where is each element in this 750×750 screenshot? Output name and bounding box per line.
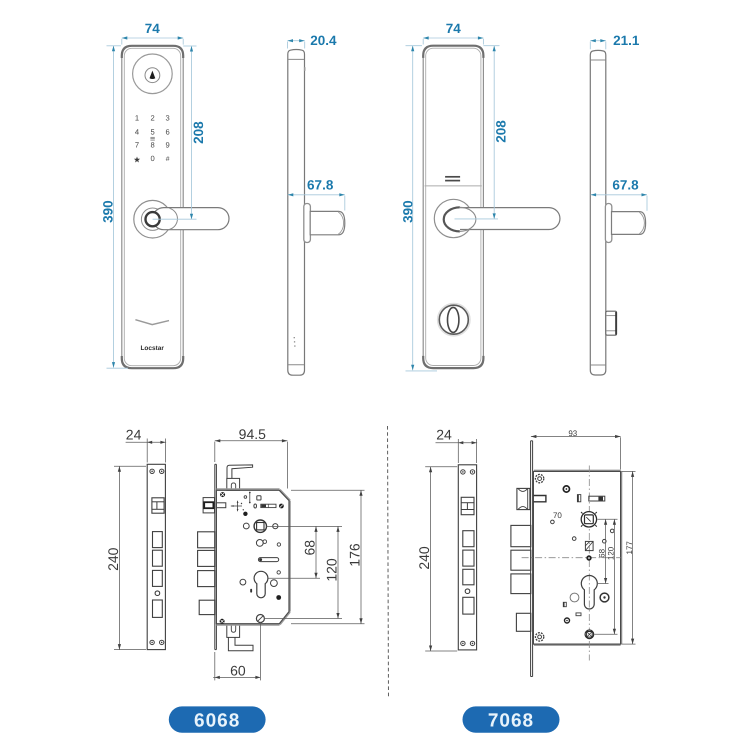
svg-text:Locstar: Locstar <box>140 345 164 352</box>
svg-text:70: 70 <box>553 511 562 520</box>
svg-text:8: 8 <box>150 141 154 150</box>
svg-text:20.4: 20.4 <box>310 33 337 48</box>
svg-text:74: 74 <box>446 21 462 36</box>
svg-text:0: 0 <box>150 154 154 163</box>
svg-text:208: 208 <box>494 120 509 143</box>
svg-text:2: 2 <box>150 114 154 123</box>
svg-text:176: 176 <box>347 543 363 567</box>
svg-text:3: 3 <box>165 114 169 123</box>
svg-text:24: 24 <box>436 426 452 442</box>
svg-text:68: 68 <box>598 548 607 557</box>
svg-text:4: 4 <box>135 127 139 136</box>
svg-text:21.1: 21.1 <box>613 33 640 48</box>
svg-text:208: 208 <box>191 121 206 144</box>
svg-text:7068: 7068 <box>488 711 534 732</box>
svg-text:60: 60 <box>230 662 246 678</box>
svg-text:67.8: 67.8 <box>612 178 639 193</box>
svg-text:24: 24 <box>126 426 142 442</box>
svg-text:94.5: 94.5 <box>239 426 266 442</box>
svg-text:67.8: 67.8 <box>307 178 334 193</box>
svg-text:6068: 6068 <box>194 711 240 732</box>
svg-text:1: 1 <box>135 114 139 123</box>
svg-text:9: 9 <box>165 141 169 150</box>
svg-text:7: 7 <box>135 141 139 150</box>
svg-text:120: 120 <box>324 558 340 582</box>
svg-text:5: 5 <box>150 127 154 136</box>
svg-text:6: 6 <box>165 127 169 136</box>
svg-text:#: # <box>166 156 170 163</box>
svg-text:93: 93 <box>568 429 577 438</box>
svg-text:390: 390 <box>400 200 415 223</box>
svg-text:390: 390 <box>101 200 116 223</box>
svg-text:240: 240 <box>105 547 121 571</box>
svg-text:177: 177 <box>625 541 634 555</box>
svg-text:240: 240 <box>416 546 432 570</box>
svg-text:120: 120 <box>607 546 616 560</box>
svg-text:68: 68 <box>302 540 318 556</box>
svg-text:74: 74 <box>145 21 161 36</box>
